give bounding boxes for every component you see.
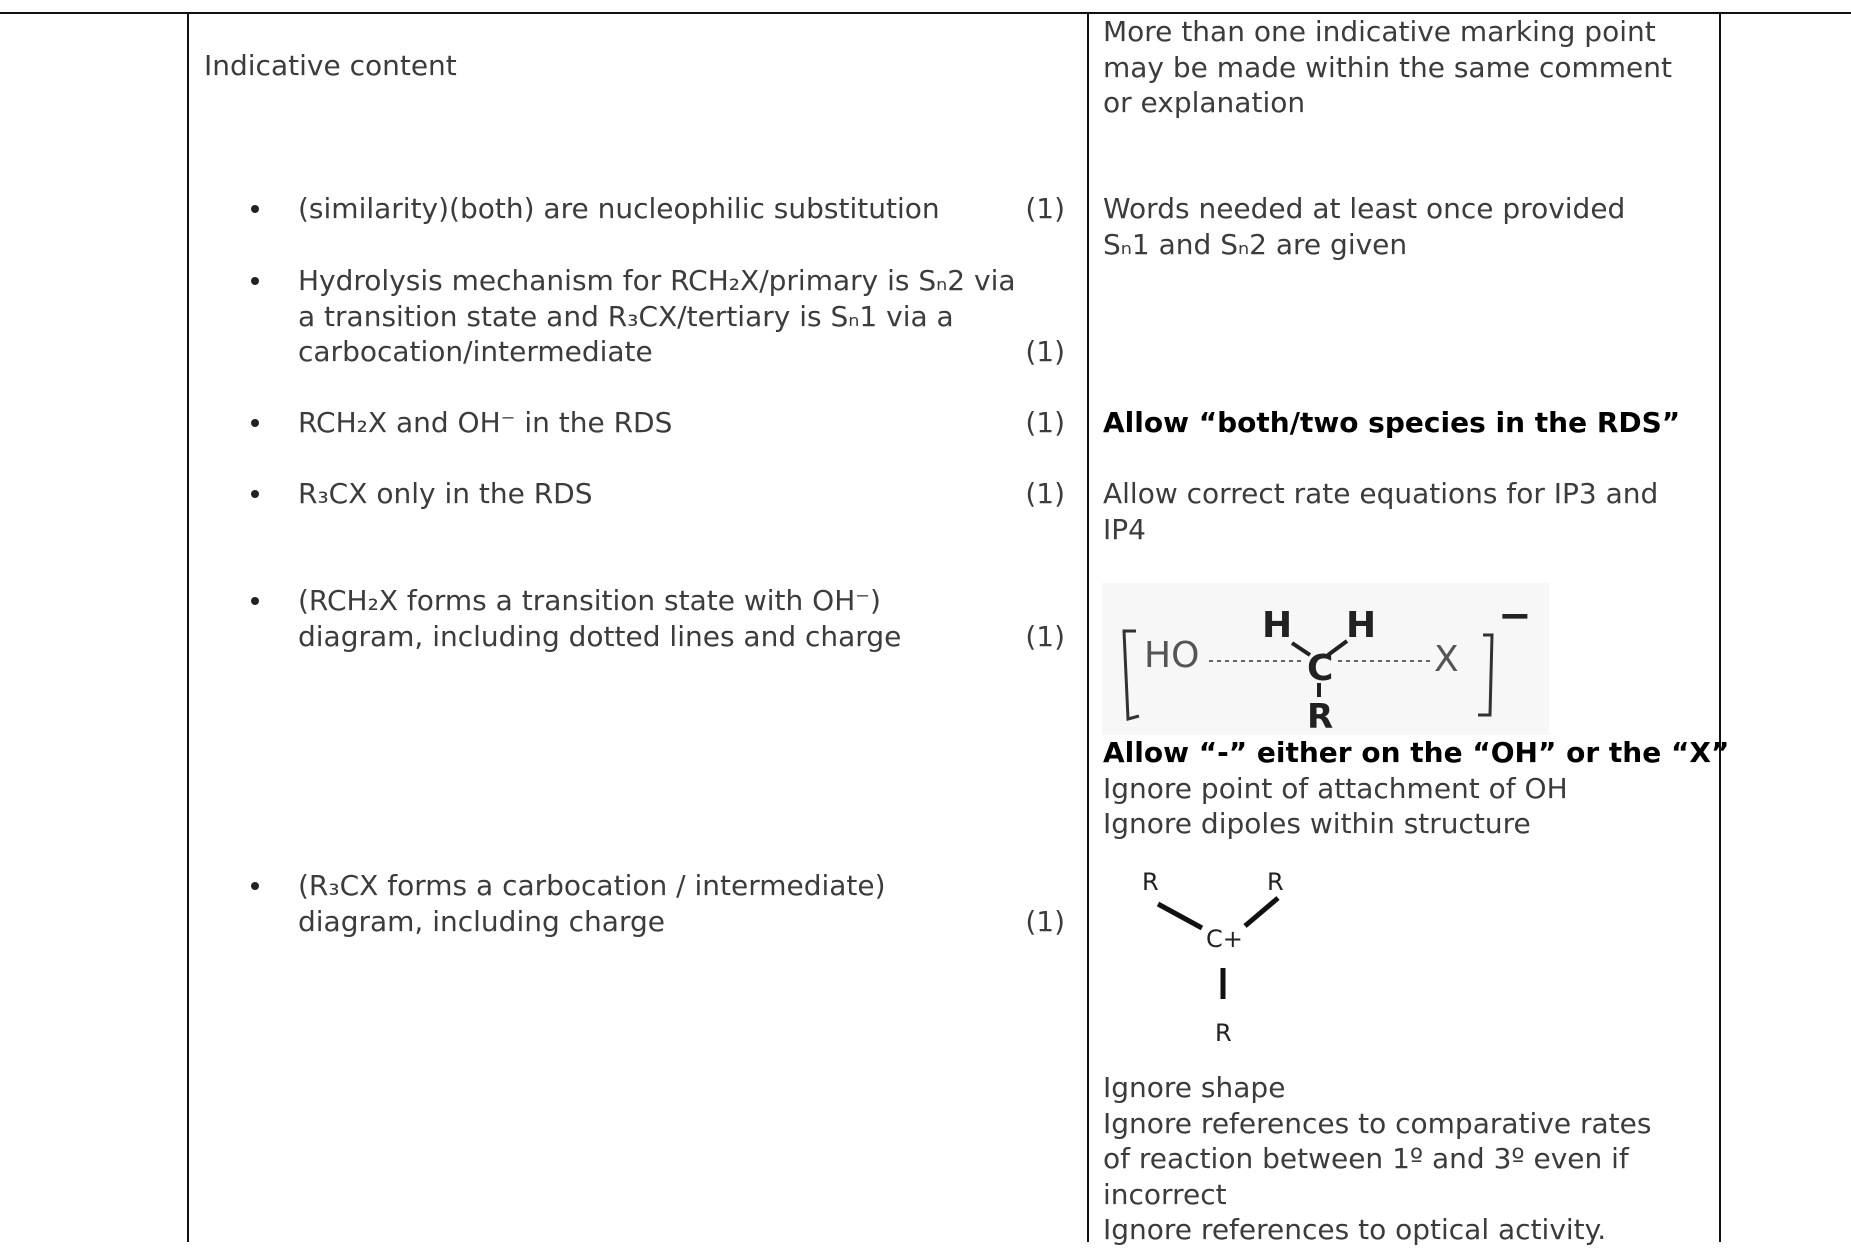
column-divider: [1719, 12, 1721, 1242]
guidance-line-bold: Allow “-” either on the “OH” or the “X”: [1103, 736, 1730, 769]
ts-label-h: H: [1262, 605, 1292, 646]
guidance-line: More than one indicative marking point: [1103, 15, 1656, 48]
bullet: [251, 597, 259, 605]
mark-value: (1): [1025, 406, 1065, 439]
point-text: R₃CX only in the RDS: [298, 477, 593, 510]
carbocation-diagram: R R C+ R: [1142, 868, 1284, 1047]
column-divider: [187, 12, 189, 1242]
bond-c-h: [1326, 639, 1349, 657]
cc-label-r: R: [1215, 1019, 1232, 1047]
guidance-line: Sₙ1 and Sₙ2 are given: [1103, 228, 1408, 261]
transition-state-diagram: HO H H C X R −: [1102, 583, 1549, 735]
point-text: a transition state and R₃CX/tertiary is …: [298, 299, 954, 333]
point-text: Hydrolysis mechanism for RCH₂X/primary i…: [298, 264, 1016, 297]
mark-value: (1): [1025, 477, 1065, 510]
guidance-line: Ignore point of attachment of OH: [1103, 772, 1568, 805]
bond-r-c: [1156, 901, 1204, 931]
ts-label-r: R: [1307, 697, 1333, 735]
guidance-line: or explanation: [1103, 86, 1306, 119]
ts-label-ho: HO: [1144, 635, 1199, 676]
point-text: RCH₂X and OH⁻ in the RDS: [298, 406, 673, 439]
guidance-line: Ignore dipoles within structure: [1103, 807, 1531, 840]
point-text: diagram, including dotted lines and char…: [298, 620, 902, 653]
cc-label-r: R: [1142, 868, 1159, 896]
right-bracket: [1478, 633, 1494, 717]
bullet: [251, 205, 259, 213]
bullet: [251, 419, 259, 427]
guidance-line: may be made within the same comment: [1103, 50, 1672, 84]
guidance-line: of reaction between 1º and 3º even if: [1103, 1142, 1629, 1175]
mark-value: (1): [1025, 192, 1065, 225]
bullet: [251, 277, 259, 285]
guidance-line: Ignore shape: [1103, 1071, 1286, 1104]
guidance-line: incorrect: [1103, 1177, 1227, 1211]
guidance-line: Words needed at least once provided: [1103, 192, 1626, 225]
point-text: carbocation/intermediate: [298, 335, 653, 368]
point-text: (RCH₂X forms a transition state with OH⁻…: [298, 584, 881, 617]
ts-label-h: H: [1346, 605, 1376, 646]
guidance-line: IP4: [1103, 513, 1146, 546]
mark-value: (1): [1025, 335, 1065, 368]
cc-label-r: R: [1267, 868, 1284, 896]
table-frame: [0, 12, 1851, 1244]
guidance-line: Ignore references to optical activity.: [1103, 1213, 1607, 1246]
column-divider: [1087, 12, 1089, 1242]
bullet: [251, 490, 259, 498]
guidance-line: Allow correct rate equations for IP3 and: [1103, 477, 1659, 510]
left-bracket: [1122, 629, 1140, 721]
bond-r-c: [1243, 896, 1280, 928]
guidance-line: Ignore references to comparative rates: [1103, 1106, 1652, 1140]
point-text: (R₃CX forms a carbocation / intermediate…: [298, 869, 886, 902]
indicative-content-heading: Indicative content: [204, 49, 457, 82]
bond-c-h: [1290, 641, 1312, 657]
diagram-background: [1102, 583, 1549, 735]
bullet: [251, 882, 259, 890]
mark-value: (1): [1025, 905, 1065, 938]
ts-label-x: X: [1434, 639, 1459, 680]
guidance-line-bold: Allow “both/two species in the RDS”: [1103, 406, 1681, 439]
mark-value: (1): [1025, 620, 1065, 653]
point-text: (similarity)(both) are nucleophilic subs…: [298, 192, 940, 225]
cc-label-c-plus: C+: [1206, 925, 1243, 953]
ts-label-charge: −: [1498, 593, 1532, 639]
point-text: diagram, including charge: [298, 905, 665, 938]
